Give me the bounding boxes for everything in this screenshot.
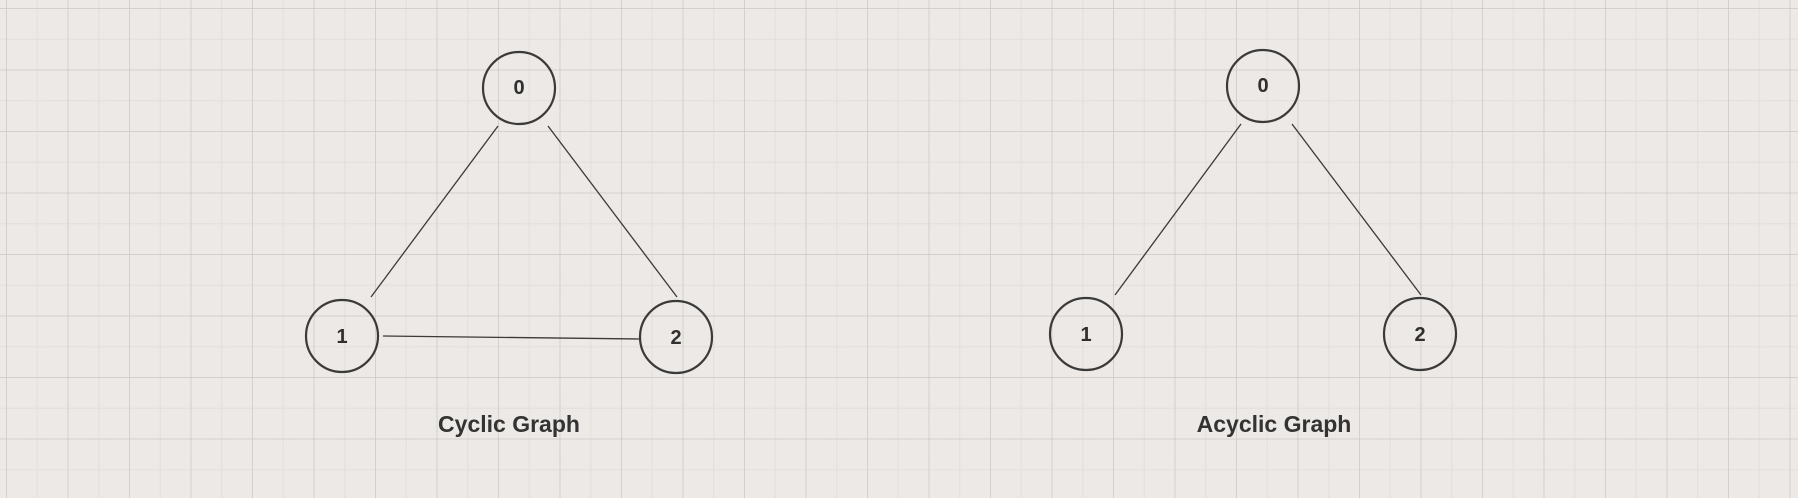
node-label: 1 — [336, 326, 347, 348]
graph-node: 2 — [638, 299, 714, 375]
edge-0-1 — [370, 125, 499, 298]
edge-0-2 — [1291, 123, 1422, 296]
node-circle — [638, 299, 714, 375]
node-circle — [304, 298, 380, 374]
edge-1-2 — [382, 335, 641, 340]
node-label: 2 — [670, 327, 681, 349]
node-label: 1 — [1080, 324, 1091, 346]
cyclic-graph-caption: Cyclic Graph — [438, 411, 580, 437]
graph-node: 0 — [481, 50, 557, 126]
graph-node: 1 — [1048, 296, 1124, 372]
node-label: 0 — [1257, 75, 1268, 97]
node-label: 0 — [513, 77, 524, 99]
node-circle — [1048, 296, 1124, 372]
node-circle — [481, 50, 557, 126]
graph-node: 0 — [1225, 48, 1301, 124]
node-label: 2 — [1414, 324, 1425, 346]
acyclic-graph-caption: Acyclic Graph — [1197, 411, 1352, 437]
node-circle — [1382, 296, 1458, 372]
acyclic-graph: 0 1 2 Acyclic Graph — [1048, 48, 1458, 437]
graph-node: 1 — [304, 298, 380, 374]
cyclic-graph: 0 1 2 Cyclic Graph — [304, 50, 714, 437]
graph-node: 2 — [1382, 296, 1458, 372]
edge-0-2 — [547, 125, 678, 298]
edge-0-1 — [1114, 123, 1242, 296]
node-circle — [1225, 48, 1301, 124]
